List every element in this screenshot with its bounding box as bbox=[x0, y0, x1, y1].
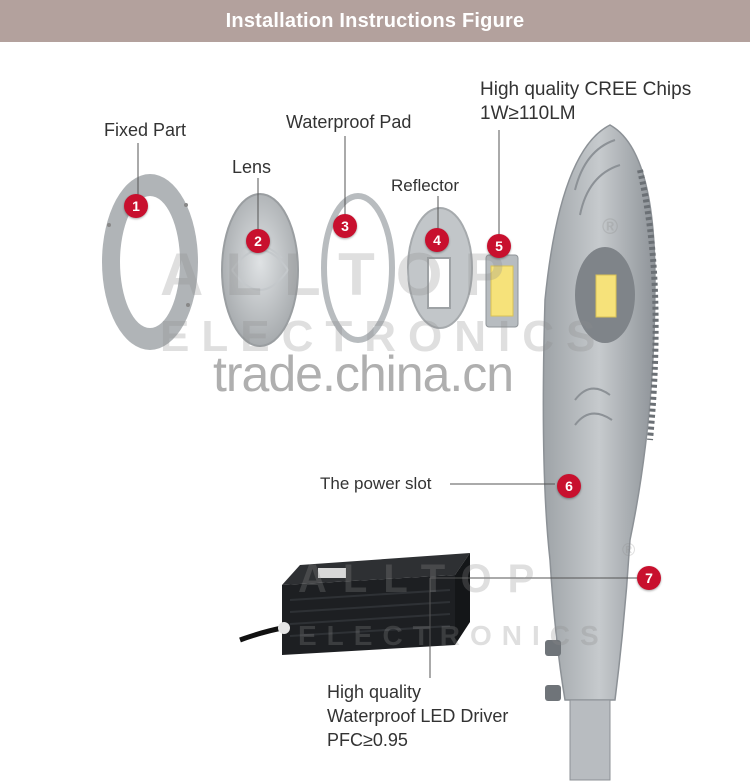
page-title: Installation Instructions Figure bbox=[225, 9, 525, 32]
lens-label: Lens bbox=[232, 157, 272, 177]
power-slot-label: The power slot bbox=[320, 474, 432, 493]
fixed-part-ring bbox=[102, 174, 198, 350]
chips-label-line2: 1W≥110LM bbox=[480, 103, 576, 124]
badge-7: 7 bbox=[637, 566, 661, 590]
brand-sub-watermark-bottom: ELECTRONICS bbox=[298, 620, 609, 651]
badge-4: 4 bbox=[425, 228, 449, 252]
driver-label-line2: Waterproof LED Driver bbox=[327, 706, 509, 726]
fixed-part-label: Fixed Part bbox=[104, 120, 187, 140]
badge-3: 3 bbox=[333, 214, 357, 238]
registered-mark-top: ® bbox=[602, 214, 619, 239]
driver-label-line1: High quality bbox=[327, 682, 422, 702]
registered-mark-bottom: ® bbox=[622, 540, 636, 560]
waterproof-pad-label: Waterproof Pad bbox=[286, 112, 412, 132]
reflector-plate bbox=[407, 207, 473, 329]
brand-sub-watermark-top: ELECTRONICS bbox=[160, 312, 608, 361]
led-driver-box bbox=[239, 553, 470, 655]
street-light-housing bbox=[542, 124, 659, 781]
badge-6: 6 bbox=[557, 474, 581, 498]
chips-label-line1: High quality CREE Chips bbox=[480, 79, 692, 100]
header-banner: Installation Instructions Figure bbox=[0, 0, 750, 42]
brand-watermark-top: ALLTOP bbox=[160, 241, 527, 308]
reflector-label: Reflector bbox=[391, 176, 460, 195]
badge-1: 1 bbox=[124, 194, 148, 218]
driver-label-line3: PFC≥0.95 bbox=[327, 730, 408, 750]
badge-2: 2 bbox=[246, 229, 270, 253]
site-watermark: trade.china.cn bbox=[213, 346, 514, 402]
brand-watermark-bottom: ALLTOP bbox=[298, 557, 551, 601]
cree-chip bbox=[485, 254, 519, 328]
waterproof-pad bbox=[321, 193, 395, 343]
badge-5: 5 bbox=[487, 234, 511, 258]
leader-lines bbox=[137, 130, 637, 678]
